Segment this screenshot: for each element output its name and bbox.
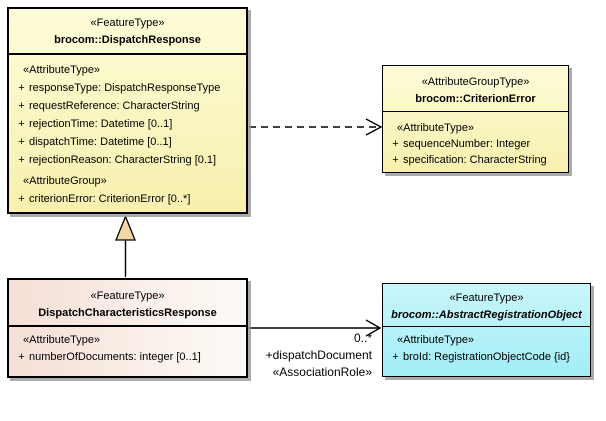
visibility-marker: +	[18, 82, 25, 94]
attribute-row[interactable]: + rejectionTime: Datetime [0..1]	[14, 115, 243, 133]
multiplicity-label: 0..*	[353, 331, 372, 345]
stereotype-label: «FeatureType»	[449, 292, 524, 304]
attribute-row[interactable]: + numberOfDocuments: integer [0..1]	[14, 349, 243, 366]
dependency-connector[interactable]	[249, 118, 383, 136]
attribute-row[interactable]: + rejectionReason: CharacterString [0.1]	[14, 151, 243, 169]
class-header: «FeatureType» DispatchCharacteristicsRes…	[9, 280, 246, 327]
class-dispatch-characteristics-response[interactable]: «FeatureType» DispatchCharacteristicsRes…	[7, 278, 248, 378]
stereotype-label: «FeatureType»	[90, 290, 165, 302]
attributes-compartment: «AttributeType» + numberOfDocuments: int…	[9, 327, 246, 366]
visibility-marker: +	[392, 154, 399, 166]
attribute-row[interactable]: + requestReference: CharacterString	[14, 97, 243, 115]
attributes-compartment: «AttributeType» + sequenceNumber: Intege…	[383, 112, 568, 168]
attribute-text: responseType: DispatchResponseType	[29, 82, 221, 94]
class-dispatch-response[interactable]: «FeatureType» brocom::DispatchResponse «…	[7, 7, 248, 214]
association-labels: 0..* +dispatchDocument «AssociationRole»	[230, 330, 372, 381]
class-header: «FeatureType» brocom::DispatchResponse	[9, 9, 246, 55]
attribute-text: rejectionReason: CharacterString [0.1]	[29, 154, 217, 166]
attribute-row[interactable]: + broId: RegistrationObjectCode {id}	[388, 349, 587, 366]
visibility-marker: +	[18, 100, 25, 112]
class-criterion-error[interactable]: «AttributeGroupType» brocom::CriterionEr…	[382, 65, 569, 173]
generalization-connector[interactable]	[115, 214, 136, 278]
visibility-marker: +	[18, 136, 25, 148]
open-arrowhead-icon	[365, 319, 382, 337]
attributes-compartment: «AttributeType» + responseType: Dispatch…	[9, 55, 246, 208]
attribute-row[interactable]: + responseType: DispatchResponseType	[14, 79, 243, 97]
attribute-row[interactable]: + criterionError: CriterionError [0..*]	[14, 190, 243, 208]
association-stereotype-label: «AssociationRole»	[272, 365, 372, 379]
generalization-triangle-icon	[115, 214, 136, 241]
open-arrowhead-icon	[365, 118, 383, 136]
attribute-type-heading: «AttributeType»	[397, 122, 475, 134]
role-name-label: +dispatchDocument	[265, 348, 372, 362]
attribute-type-heading: «AttributeType»	[23, 334, 101, 346]
attribute-text: specification: CharacterString	[403, 154, 547, 166]
attribute-group-heading: «AttributeGroup»	[23, 175, 107, 187]
visibility-marker: +	[18, 154, 25, 166]
attribute-type-heading: «AttributeType»	[397, 334, 475, 346]
attribute-text: criterionError: CriterionError [0..*]	[29, 193, 191, 205]
visibility-marker: +	[392, 351, 399, 363]
attribute-text: broId: RegistrationObjectCode {id}	[403, 351, 570, 363]
class-header: «AttributeGroupType» brocom::CriterionEr…	[383, 66, 568, 112]
class-header: «FeatureType» brocom::AbstractRegistrati…	[383, 284, 590, 327]
class-abstract-registration-object[interactable]: «FeatureType» brocom::AbstractRegistrati…	[382, 283, 591, 377]
attribute-text: requestReference: CharacterString	[29, 100, 200, 112]
attribute-text: rejectionTime: Datetime [0..1]	[29, 118, 173, 130]
attribute-row[interactable]: + dispatchTime: Datetime [0..1]	[14, 133, 243, 151]
stereotype-label: «AttributeGroupType»	[421, 76, 530, 88]
visibility-marker: +	[18, 118, 25, 130]
class-name: DispatchCharacteristicsResponse	[38, 307, 217, 319]
association-connector[interactable]	[248, 319, 382, 337]
class-name: brocom::DispatchResponse	[54, 34, 201, 46]
attribute-type-heading: «AttributeType»	[23, 64, 101, 76]
visibility-marker: +	[392, 138, 399, 150]
attribute-row[interactable]: + specification: CharacterString	[388, 152, 565, 168]
stereotype-label: «FeatureType»	[90, 17, 165, 29]
class-name: brocom::CriterionError	[415, 93, 536, 105]
visibility-marker: +	[18, 193, 25, 205]
class-name: brocom::AbstractRegistrationObject	[391, 309, 582, 321]
attribute-row[interactable]: + sequenceNumber: Integer	[388, 136, 565, 152]
attribute-text: sequenceNumber: Integer	[403, 138, 531, 150]
attributes-compartment: «AttributeType» + broId: RegistrationObj…	[383, 327, 590, 366]
visibility-marker: +	[18, 351, 25, 363]
attribute-text: dispatchTime: Datetime [0..1]	[29, 136, 172, 148]
attribute-text: numberOfDocuments: integer [0..1]	[29, 351, 201, 363]
